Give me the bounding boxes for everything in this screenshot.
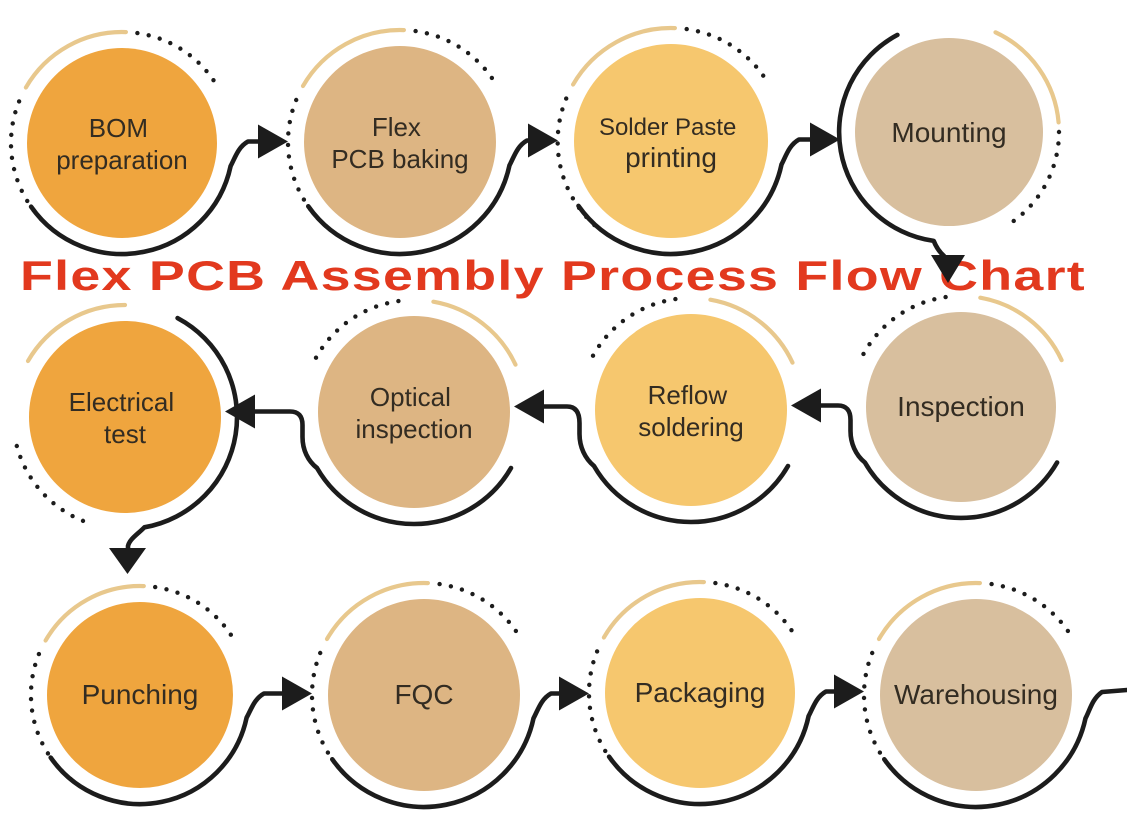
flow-line [252,409,514,527]
node-circle [304,46,496,238]
gold-arc [708,297,795,365]
node-inspection: Inspection [791,294,1064,521]
node-fqc: FQC [309,580,589,810]
gold-arc [431,299,518,367]
node-circle [47,602,233,788]
flow-line [882,687,1127,810]
dotted-arc [989,581,1076,642]
flow-line [576,137,813,257]
arrow-left-icon [791,388,821,423]
node-label: Warehousing [894,679,1058,710]
arrow-down-icon [931,255,965,283]
dotted-arc [413,28,500,89]
node-circle [29,321,221,513]
arrow-right-icon [834,674,864,709]
dotted-arc [14,443,89,525]
node-solder-paste-printing: Solder Paste printing [555,25,840,257]
node-punching: Punching [28,583,312,807]
dotted-arc [153,584,237,643]
gold-arc [300,27,406,89]
node-packaging: Packaging [586,579,864,807]
node-circle [27,48,217,238]
node-label: Flex PCB baking [331,112,468,174]
arrow-left-icon [225,394,255,429]
flow-line [541,404,791,525]
node-label: Reflow soldering [638,380,744,442]
node-label: Optical inspection [355,382,472,444]
node-bom-preparation: BOM preparation [8,29,288,257]
chart-title: Flex PCB Assembly Process Flow Chart [20,252,1086,299]
flow-line [836,32,947,259]
node-circle [880,599,1072,791]
flow-line [48,691,285,807]
node-reflow-soldering: Reflow soldering [514,296,795,525]
dotted-arc [587,296,678,365]
node-label: Packaging [635,677,766,708]
node-label: Electrical test [69,387,182,449]
node-label: FQC [394,679,453,710]
node-label: BOM preparation [56,113,188,175]
node-warehousing: Warehousing [861,580,1127,810]
gold-arc [23,29,128,90]
arrow-right-icon [810,122,840,157]
node-label: Solder Paste printing [599,114,743,173]
arrow-right-icon [282,676,312,711]
dotted-arc [684,26,772,87]
gold-arc [876,580,982,642]
flow-line [306,138,531,257]
dotted-arc [1009,129,1062,225]
node-circle [605,598,795,788]
dotted-arc [135,30,221,90]
gold-arc [25,302,128,364]
flow-line [818,403,1060,521]
node-circle [866,312,1056,502]
node-circle [574,44,768,238]
arrow-left-icon [514,389,544,424]
gold-arc [571,25,677,87]
dotted-arc [310,298,401,367]
dotted-arc [28,651,76,784]
gold-arc [601,579,706,640]
arrow-right-icon [559,676,589,711]
arrow-down-icon [109,548,146,574]
gold-arc [324,580,430,642]
dotted-arc [713,580,799,640]
arrow-right-icon [528,123,558,158]
node-label: Mounting [891,117,1006,148]
node-label: Inspection [897,391,1025,422]
node-optical-inspection: Optical inspection [225,298,518,527]
dotted-arc [437,581,524,642]
node-circle [328,599,520,791]
flow-line [28,139,261,257]
node-mounting: Mounting [836,30,1062,283]
flow-line [125,315,240,552]
flow-line [606,689,837,807]
node-flex-pcb-baking: Flex PCB baking [285,27,558,257]
flow-line [330,691,562,810]
node-circle [318,316,510,508]
gold-arc [43,583,146,643]
gold-arc [993,30,1061,125]
node-circle [595,314,787,506]
dotted-arc [858,294,948,363]
node-label: Punching [82,679,199,710]
node-circle [855,38,1043,226]
arrow-right-icon [258,124,288,159]
gold-arc [978,295,1064,363]
node-electrical-test: Electrical test [14,302,240,574]
